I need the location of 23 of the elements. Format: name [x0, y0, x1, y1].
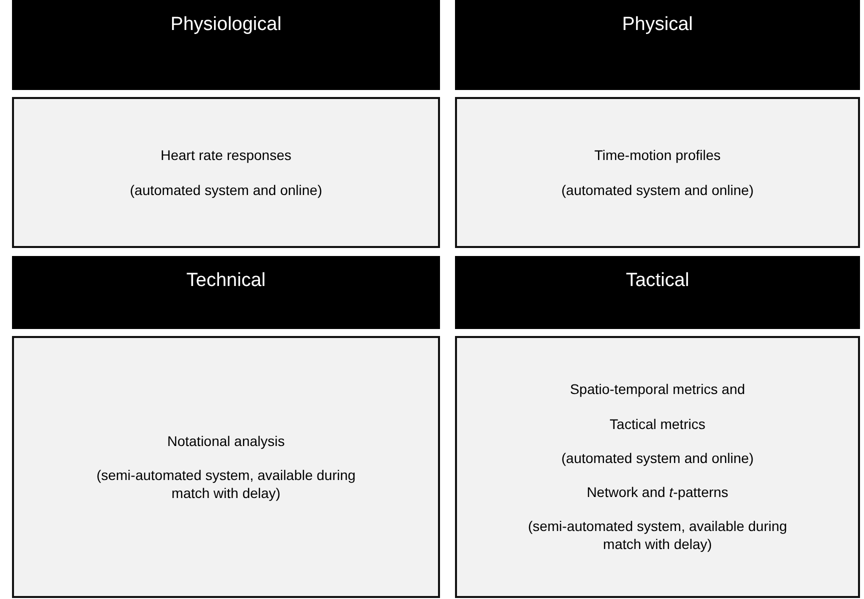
- description-text: Tactical metrics: [610, 414, 706, 433]
- description-panel: [455, 336, 860, 598]
- description-text: (semi-automated system, available during match with delay): [526, 517, 788, 554]
- description-text: (automated system and online): [561, 448, 754, 467]
- header-text: Tactical: [626, 270, 690, 292]
- category-header: [455, 0, 860, 90]
- category-header: [12, 256, 440, 329]
- description-panel: [12, 97, 440, 248]
- description-text: (automated system and online): [130, 180, 322, 199]
- description-text: Time-motion profiles: [594, 146, 721, 164]
- description-panel: [12, 336, 440, 598]
- header-text: Technical: [186, 270, 266, 292]
- description-text: (automated system and online): [561, 180, 754, 199]
- category-header: [12, 0, 440, 90]
- description-text: Network and t-patterns: [586, 483, 728, 502]
- description-text: Heart rate responses: [160, 146, 292, 164]
- description-panel: [455, 97, 860, 248]
- description-text: (semi-automated system, available during match with delay): [95, 466, 357, 502]
- description-text: Spatio-temporal metrics and: [570, 380, 746, 399]
- header-text: Physical: [622, 14, 693, 36]
- category-header: [455, 256, 860, 329]
- header-text: Physiological: [170, 14, 282, 36]
- description-text: Notational analysis: [167, 432, 285, 450]
